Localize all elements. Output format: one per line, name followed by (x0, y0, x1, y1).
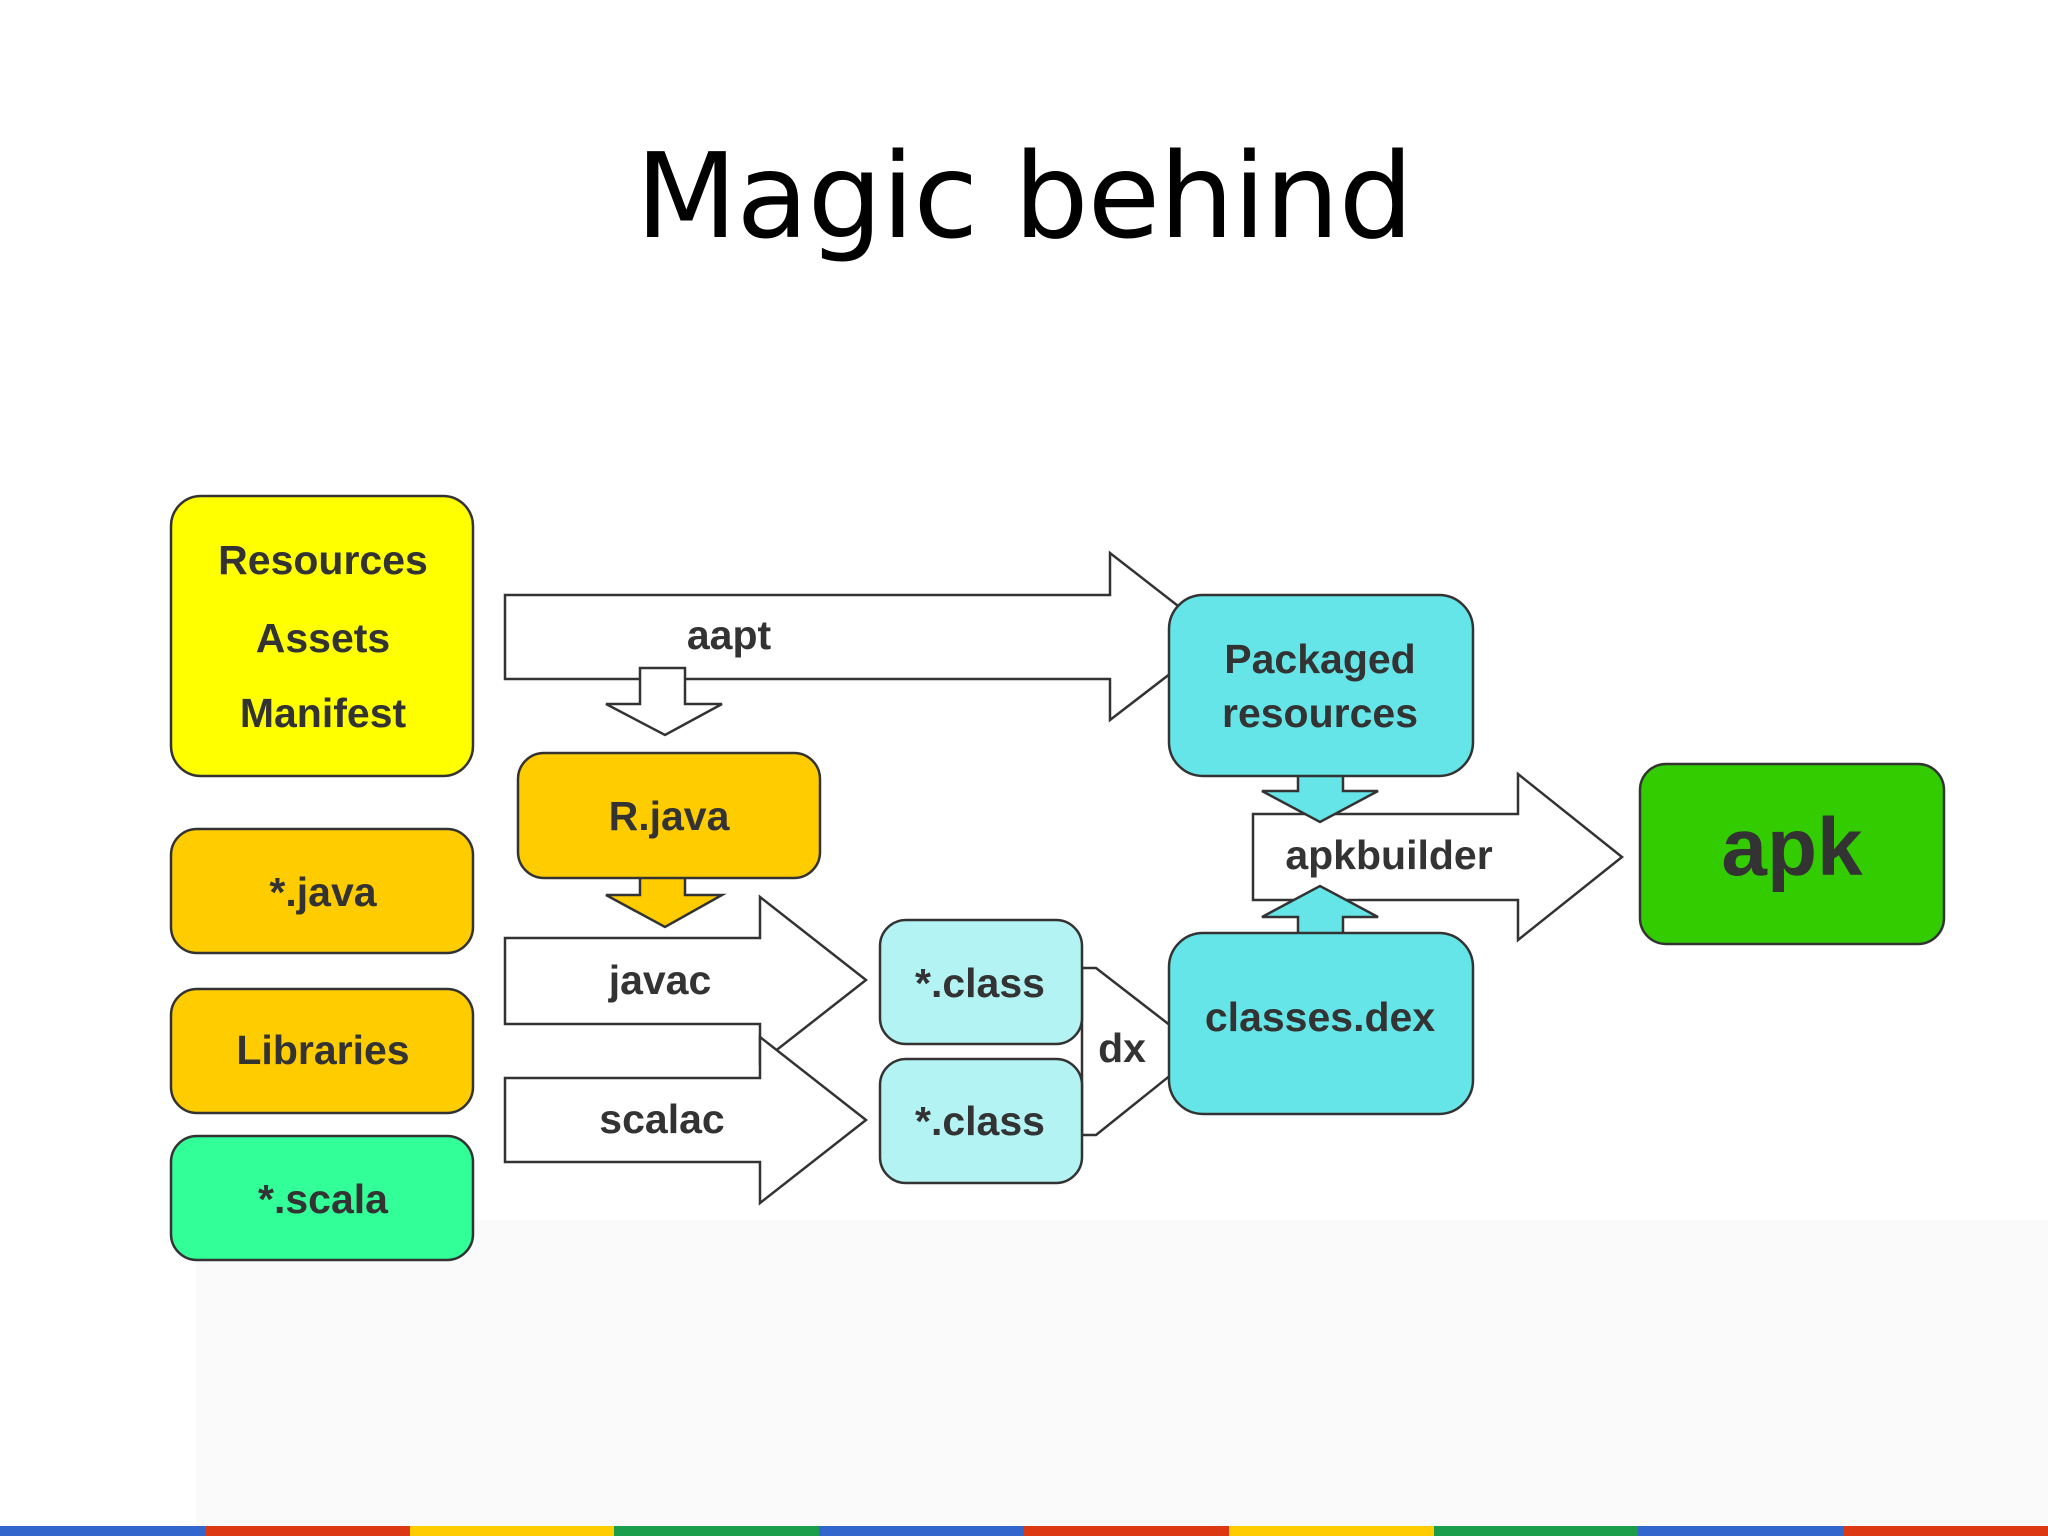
aapt-label: aapt (687, 612, 772, 658)
class-label-1: *.class (915, 960, 1045, 1006)
packaged-resources-box (1167, 593, 1475, 778)
rjava-label: R.java (609, 793, 731, 839)
scalac-label: scalac (599, 1096, 724, 1142)
rjava-down-arrow (605, 872, 727, 929)
class-box-2 (878, 1057, 1084, 1185)
strip-segment (614, 1526, 820, 1536)
libraries-label: Libraries (236, 1027, 409, 1073)
scala-box (169, 1134, 475, 1262)
java-label: *.java (269, 869, 377, 915)
strip-segment (819, 1526, 1024, 1536)
javac-arrow (503, 894, 869, 1066)
background-panel (196, 1220, 2048, 1526)
scalac-arrow (503, 1034, 869, 1206)
aapt-down-arrow (605, 666, 723, 737)
assets-label: Assets (256, 615, 390, 661)
javac-label: javac (608, 957, 712, 1003)
bottom-color-strip (0, 1526, 2048, 1536)
dx-label: dx (1098, 1025, 1146, 1071)
class-label-2: *.class (915, 1098, 1045, 1144)
slide-title: Magic behind (635, 127, 1414, 265)
strip-segment (1433, 1526, 1639, 1536)
classes-dex-box (1167, 931, 1475, 1116)
java-box (169, 827, 475, 955)
libraries-box (169, 987, 475, 1115)
apkbuilder-label: apkbuilder (1285, 832, 1492, 878)
resources-label: Resources (218, 537, 428, 583)
strip-segment (1023, 1526, 1229, 1536)
rjava-box (516, 751, 822, 880)
resources-out-label: resources (1222, 690, 1418, 736)
packaged-label: Packaged (1224, 636, 1415, 682)
apk-box (1638, 762, 1946, 946)
apk-label: apk (1721, 802, 1863, 893)
strip-segment (0, 1526, 205, 1536)
strip-segment (409, 1526, 615, 1536)
scala-label: *.scala (258, 1176, 389, 1222)
strip-segment (1228, 1526, 1434, 1536)
strip-segment (204, 1526, 410, 1536)
class-box-1 (878, 918, 1084, 1046)
manifest-label: Manifest (240, 690, 407, 736)
strip-segment (1843, 1526, 2048, 1536)
classes-dex-label: classes.dex (1205, 994, 1435, 1040)
aapt-arrow (503, 550, 1221, 723)
strip-segment (1638, 1526, 1844, 1536)
resources-box (169, 494, 475, 778)
